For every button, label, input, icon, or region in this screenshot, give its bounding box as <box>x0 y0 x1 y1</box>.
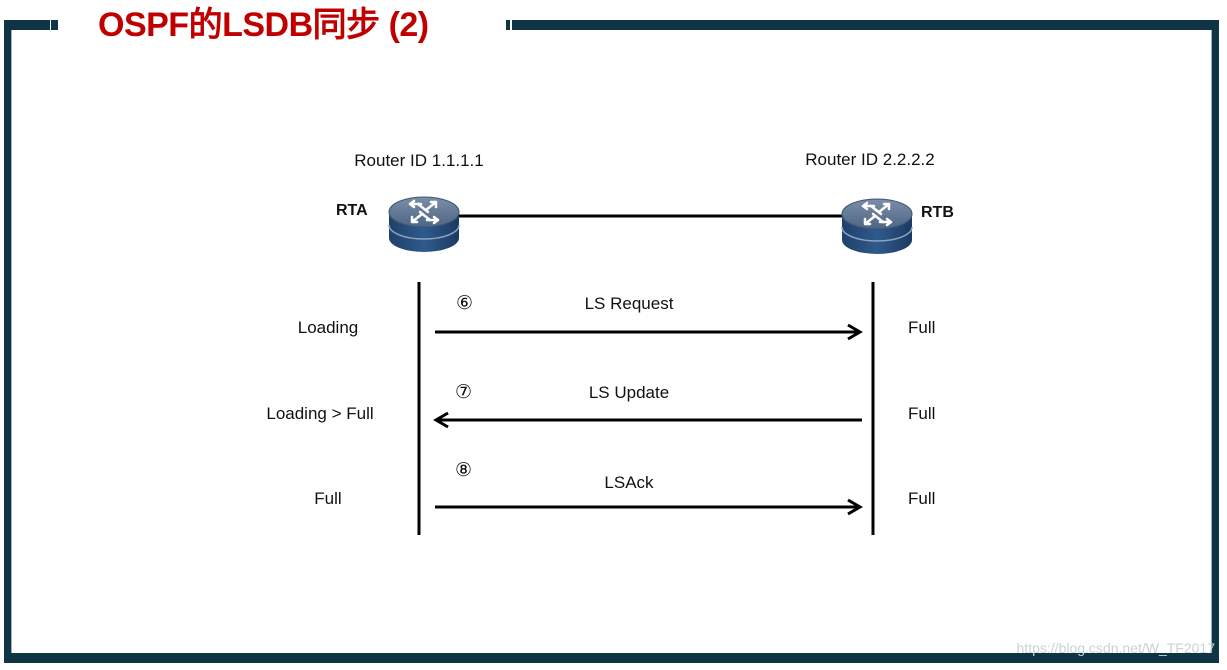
step-number: ⑥ <box>456 293 474 314</box>
frame-top-right-tab <box>506 20 510 30</box>
message-label: LS Request <box>584 294 674 313</box>
frame-inner-edge-right <box>1211 30 1212 653</box>
rtb-router-id: Router ID 2.2.2.2 <box>805 150 935 169</box>
arrow-ls-request <box>435 323 863 341</box>
frame-right-bar <box>1212 20 1219 662</box>
frame-inner-edge-left <box>11 30 12 653</box>
frame-top-left-tab <box>51 20 58 30</box>
rtb-state: Full <box>908 318 936 337</box>
frame-top-right-bar <box>512 20 1219 30</box>
step-number: ⑧ <box>455 460 473 481</box>
rta-router-id: Router ID 1.1.1.1 <box>354 151 484 170</box>
router-icon <box>388 196 460 252</box>
message-label: LS Update <box>588 383 670 402</box>
rta-state: Loading <box>297 318 359 337</box>
arrow-ls-update <box>433 411 862 429</box>
rta-state: Loading > Full <box>266 404 374 423</box>
watermark: https://blog.csdn.net/W_TF2017 <box>1016 640 1215 656</box>
frame-left-bar <box>4 20 11 663</box>
router-icon <box>841 198 913 254</box>
arrow-lsack <box>435 498 863 516</box>
rta-state: Full <box>314 489 342 508</box>
rtb-state: Full <box>908 404 936 423</box>
frame-top-left-bar <box>4 20 50 30</box>
rtb-state: Full <box>908 489 936 508</box>
slide-title: OSPF的LSDB同步 (2) <box>98 6 429 44</box>
frame-bottom-bar <box>4 653 1219 663</box>
rta-name: RTA <box>336 202 368 219</box>
rtb-name: RTB <box>921 204 954 221</box>
message-label: LSAck <box>604 473 654 492</box>
step-number: ⑦ <box>455 382 473 403</box>
